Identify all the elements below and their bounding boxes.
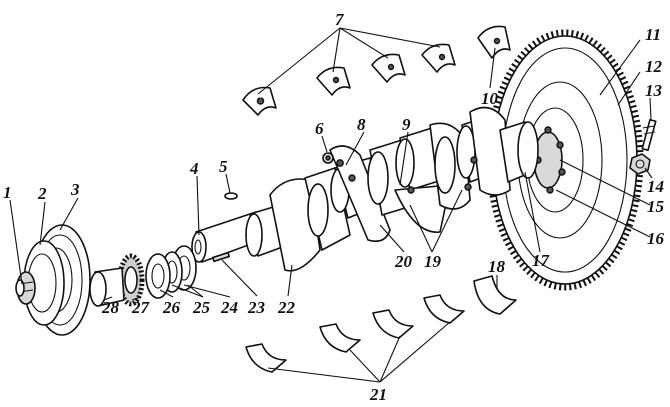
callout-14: 14 bbox=[647, 177, 664, 196]
lower-bearing-shell-rear bbox=[473, 275, 517, 315]
leader-lines bbox=[9, 27, 653, 383]
woodruff-key bbox=[224, 192, 238, 200]
callout-5: 5 bbox=[219, 157, 228, 176]
flywheel-nut bbox=[629, 153, 651, 175]
upper-bearing-shell-3 bbox=[371, 53, 406, 83]
lower-bearing-shell-4 bbox=[423, 294, 465, 324]
callout-26: 26 bbox=[162, 298, 181, 317]
upper-bearing-shell-4 bbox=[421, 43, 456, 73]
lower-bearing-shell-2 bbox=[319, 323, 361, 353]
callout-12: 12 bbox=[645, 57, 663, 76]
callout-11: 11 bbox=[645, 25, 661, 44]
pulley-hub bbox=[89, 267, 125, 307]
callout-3: 3 bbox=[70, 180, 80, 199]
callout-21: 21 bbox=[369, 385, 387, 404]
callout-23: 23 bbox=[247, 298, 266, 317]
callout-13: 13 bbox=[645, 81, 663, 100]
callout-20: 20 bbox=[394, 252, 413, 271]
callout-4: 4 bbox=[189, 159, 199, 178]
callout-9: 9 bbox=[402, 115, 411, 134]
callout-16: 16 bbox=[647, 229, 665, 248]
callout-10: 10 bbox=[481, 89, 499, 108]
sprocket-key bbox=[211, 251, 231, 263]
callout-7: 7 bbox=[335, 10, 345, 29]
callout-2: 2 bbox=[37, 184, 47, 203]
oil-plug bbox=[322, 152, 334, 164]
callout-8: 8 bbox=[357, 115, 366, 134]
upper-bearing-shell-2 bbox=[316, 66, 351, 96]
callout-19: 19 bbox=[424, 252, 442, 271]
callout-22: 22 bbox=[277, 298, 296, 317]
oil-deflector bbox=[145, 253, 171, 299]
callout-1: 1 bbox=[3, 183, 12, 202]
callout-6: 6 bbox=[315, 119, 324, 138]
callout-17: 17 bbox=[532, 251, 551, 270]
ratchet-bolt bbox=[15, 271, 36, 305]
callout-27: 27 bbox=[131, 298, 151, 317]
callout-28: 28 bbox=[101, 298, 120, 317]
callout-18: 18 bbox=[488, 257, 506, 276]
flywheel-bolt bbox=[641, 118, 657, 152]
upper-bearing-shell-rear bbox=[477, 25, 511, 59]
callout-labels: 1 2 3 4 5 6 7 8 9 10 11 12 13 14 15 16 1… bbox=[3, 10, 665, 404]
lower-bearing-shell-3 bbox=[372, 309, 414, 339]
callout-25: 25 bbox=[192, 298, 211, 317]
upper-bearing-shell-1 bbox=[242, 86, 277, 116]
lower-bearing-shell-1 bbox=[245, 343, 287, 373]
callout-15: 15 bbox=[647, 197, 665, 216]
callout-24: 24 bbox=[220, 298, 238, 317]
